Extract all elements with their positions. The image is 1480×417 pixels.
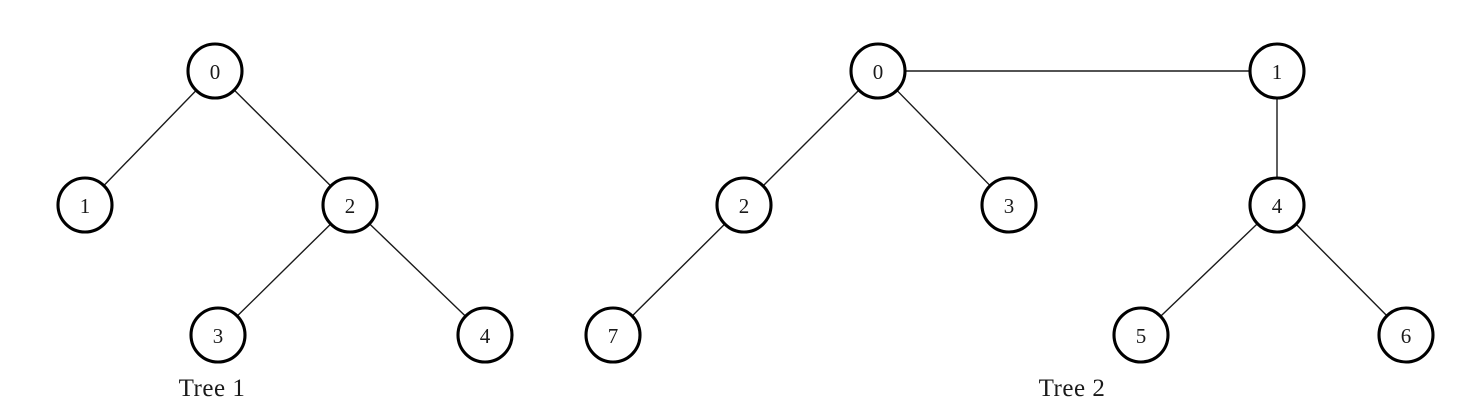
- graph-node-7[interactable]: 7: [584, 306, 642, 364]
- node-label-3: 3: [1004, 194, 1015, 218]
- node-circle-1: [1248, 42, 1306, 100]
- node-label-6: 6: [1401, 324, 1412, 348]
- node-circle-4: [1248, 176, 1306, 234]
- graph-edge-0-2: [762, 89, 860, 187]
- graph-node-2[interactable]: 2: [321, 176, 379, 234]
- node-label-7: 7: [608, 324, 619, 348]
- node-label-2: 2: [345, 194, 356, 218]
- node-label-5: 5: [1136, 324, 1147, 348]
- graph-edge-4-6: [1295, 223, 1388, 317]
- node-label-4: 4: [480, 324, 491, 348]
- node-label-1: 1: [1272, 60, 1283, 84]
- graph-edge-0-1: [103, 89, 197, 187]
- node-circle-0: [849, 42, 907, 100]
- nodes-group: 0 1 2 3 4 0 1 2 3 4 7 5 6: [56, 42, 1435, 364]
- node-circle-3: [189, 306, 247, 364]
- node-label-3: 3: [213, 324, 224, 348]
- graph-edge-4-5: [1159, 222, 1259, 318]
- graph-node-1[interactable]: 1: [56, 176, 114, 234]
- node-label-4: 4: [1272, 194, 1283, 218]
- graph-node-3[interactable]: 3: [980, 176, 1038, 234]
- graph-node-0[interactable]: 0: [186, 42, 244, 100]
- graph-edge-2-3: [236, 223, 332, 317]
- node-circle-4: [456, 306, 514, 364]
- graph-edge-2-4: [368, 223, 467, 317]
- node-label-2: 2: [739, 194, 750, 218]
- node-circle-6: [1377, 306, 1435, 364]
- graph-node-2[interactable]: 2: [715, 176, 773, 234]
- graph-edge-0-3: [896, 89, 991, 187]
- graph-node-4[interactable]: 4: [456, 306, 514, 364]
- graph-caption-2: Tree 2: [1039, 375, 1106, 402]
- node-circle-3: [980, 176, 1038, 234]
- node-circle-2: [321, 176, 379, 234]
- graph-caption-1: Tree 1: [179, 375, 246, 402]
- graph-node-4[interactable]: 4: [1248, 176, 1306, 234]
- node-circle-0: [186, 42, 244, 100]
- node-circle-1: [56, 176, 114, 234]
- node-label-0: 0: [873, 60, 884, 84]
- edges-group: [103, 70, 1388, 318]
- node-circle-2: [715, 176, 773, 234]
- graph-node-3[interactable]: 3: [189, 306, 247, 364]
- graph-node-6[interactable]: 6: [1377, 306, 1435, 364]
- graph-node-5[interactable]: 5: [1112, 306, 1170, 364]
- graph-node-0[interactable]: 0: [849, 42, 907, 100]
- graph-edge-2-7: [631, 223, 726, 317]
- node-label-0: 0: [210, 60, 221, 84]
- node-label-1: 1: [80, 194, 91, 218]
- graph-edge-0-2: [233, 89, 332, 187]
- node-circle-7: [584, 306, 642, 364]
- graph-node-1[interactable]: 1: [1248, 42, 1306, 100]
- captions-group: Tree 1 Tree 2: [179, 375, 1106, 402]
- node-circle-5: [1112, 306, 1170, 364]
